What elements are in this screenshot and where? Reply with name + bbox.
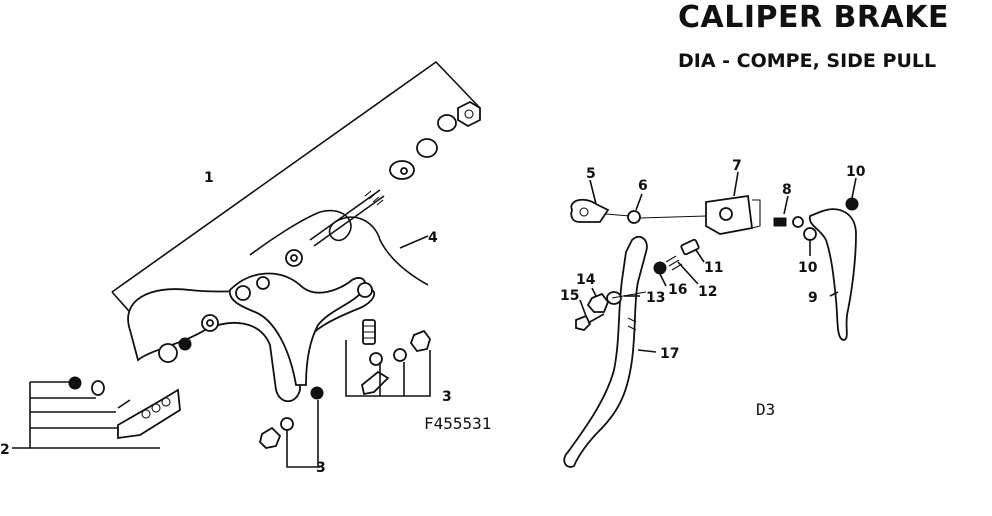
leader-7 [733,171,739,197]
callout-11: 11 [704,260,723,276]
shoe-washer [91,380,105,396]
drawing-code-right: D3 [756,400,776,419]
cone-washer [416,138,438,158]
callout-16: 16 [668,282,687,298]
flat-washer [437,114,457,132]
callout-14: 14 [576,272,596,288]
screw-15 [575,314,592,331]
top-locknut [457,100,481,128]
leader-5 [589,179,597,205]
callout-15: 15 [560,288,579,304]
arm-washer [235,285,251,301]
callout-9: 9 [808,290,818,306]
lever-pivot-nut [845,197,859,211]
lever-pivot-washer [803,227,817,241]
clamp-screw-washer [792,216,804,228]
brake-shoe-hole-1 [141,409,151,419]
leader-3a-bracket [286,430,320,468]
brake-lever-17 [563,235,648,468]
callout-3-lower: 3 [316,460,326,476]
clamp-screw [773,217,787,227]
leader-6 [635,193,643,211]
brake-shoe-hole-3 [161,397,171,407]
leader-11 [695,249,705,263]
barrel-to-clamp [639,215,707,219]
caliper-assembly [12,60,481,468]
brake-lever-9 [808,208,857,341]
callout-labels: 1 2 3 3 4 5 6 7 8 9 10 10 11 12 13 14 15… [0,158,866,476]
leader-17 [637,349,657,353]
center-bolt-thread [364,190,384,206]
diagram-subtitle: DIA - COMPE, SIDE PULL [678,50,937,72]
mount-bolt-thread [363,325,375,339]
shoe-nut [68,376,82,390]
caliper-arm-inner [228,272,367,386]
brake-shoe-block [117,388,181,440]
callout-10-lower: 10 [798,260,818,276]
lever-assembly [563,171,859,468]
leader-8 [783,195,789,215]
cable-anchor [570,198,610,223]
callout-6: 6 [638,178,648,194]
callout-5: 5 [586,166,596,182]
callout-17: 17 [660,346,679,362]
arm-end-hole [357,282,373,298]
lever-17-ribs [627,317,637,331]
drawing-code-left: F455531 [424,414,492,433]
mount-block [361,370,390,396]
mount-washer-2 [393,348,407,362]
return-spring [249,209,429,286]
screw-15-shank [587,313,605,324]
nut-14 [586,292,610,313]
mount-nut-right [409,329,431,352]
leader-12 [677,261,699,285]
adjuster-nut-hole [400,167,408,175]
callout-4: 4 [428,230,438,246]
barrel-nut-6 [627,210,641,224]
locknut-16 [653,261,667,275]
cable-anchor-hole [579,207,589,217]
leader-1-bracket [111,60,481,293]
callout-1: 1 [204,170,214,186]
shoe-stud [117,399,131,409]
clamp-edge [751,199,761,229]
leader-4 [399,235,429,249]
leader-14 [591,287,597,297]
anchor-to-barrel [605,213,631,217]
leader-9 [829,291,839,297]
diagram-title: CALIPER BRAKE [678,0,949,35]
pivot-nut [178,337,192,351]
mount-nut-upper [310,386,324,400]
leader-10a [851,177,857,199]
pivot-hole [206,319,214,327]
leader-16 [659,273,667,287]
mount-washer-1 [369,352,383,366]
brake-shoe-hole-2 [151,403,161,413]
mount-washer-lower [280,417,294,431]
callout-10-top: 10 [846,164,866,180]
pivot-cap [158,343,178,363]
leader-15 [579,299,587,317]
clamp-hole [719,207,733,221]
arm-bushing [256,276,270,290]
callout-2: 2 [0,442,10,458]
adjuster-barrel-11 [680,238,700,256]
top-locknut-hole [464,109,474,119]
leader-3b-bracket [345,340,431,397]
callout-7: 7 [732,158,742,174]
callout-12: 12 [698,284,717,300]
callout-3-right: 3 [442,389,452,405]
mount-nut-lower [259,426,282,449]
callout-8: 8 [782,182,792,198]
spring-washer-hole [290,254,298,262]
callout-13: 13 [646,290,665,306]
pivot-axis-line [611,291,647,299]
